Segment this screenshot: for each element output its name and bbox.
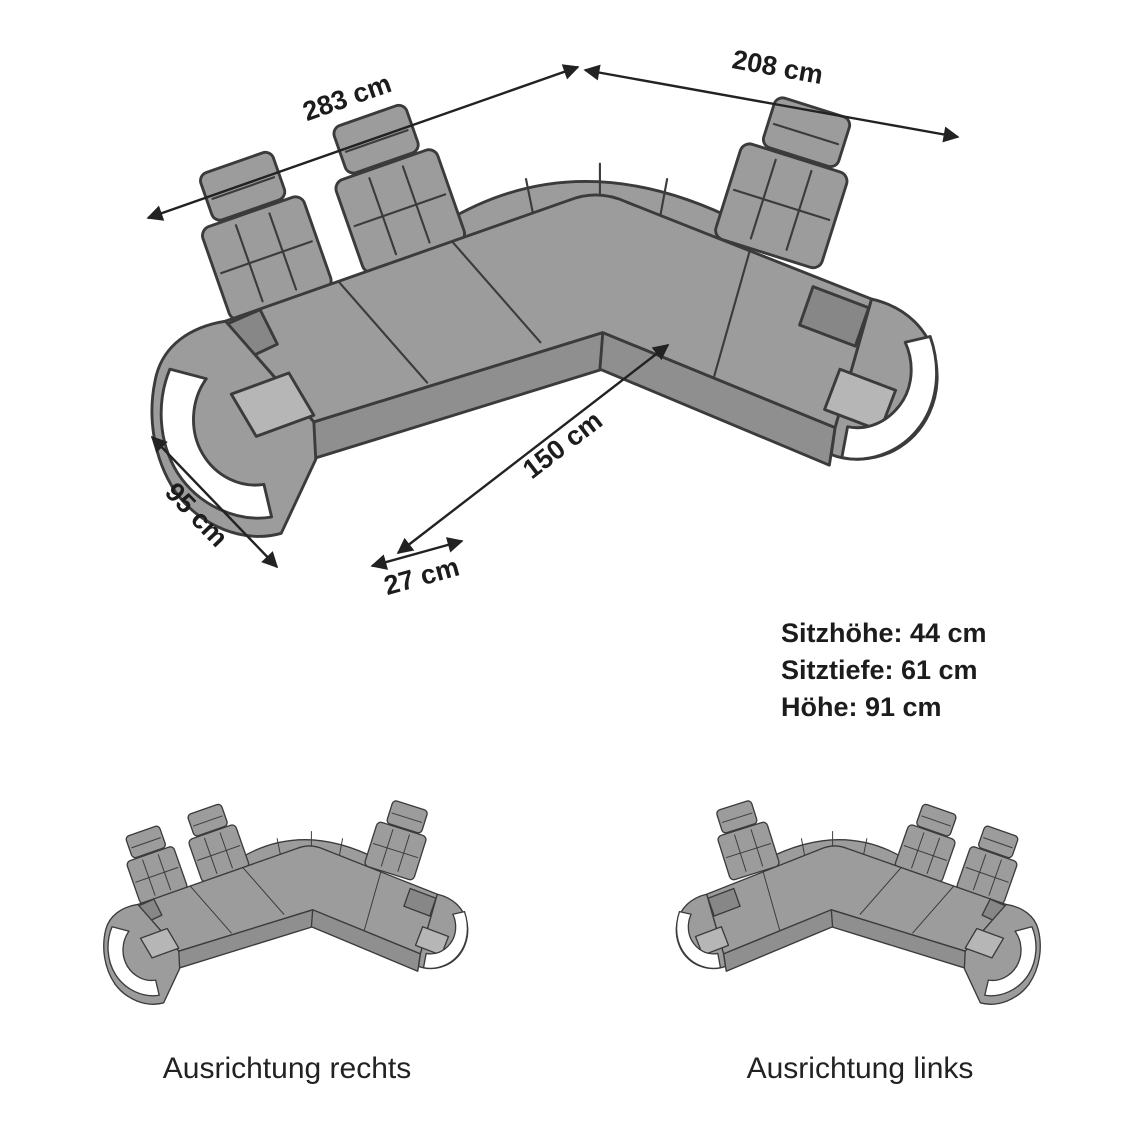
spec-height: Höhe: 91 cm bbox=[781, 692, 942, 722]
dimension-label: 150 cm bbox=[517, 405, 608, 485]
variant-label-rechts: Ausrichtung rechts bbox=[162, 1052, 412, 1085]
spec-seat-height: Sitzhöhe: 44 cm bbox=[781, 618, 987, 648]
dimension-arrow bbox=[583, 64, 960, 143]
spec-text-block: Sitzhöhe: 44 cm Sitztiefe: 61 cm Höhe: 9… bbox=[781, 615, 987, 726]
spec-seat-depth: Sitztiefe: 61 cm bbox=[781, 655, 978, 685]
dimension-27cm: 27 cm bbox=[370, 537, 464, 601]
variant-sofa-right-illustration bbox=[103, 796, 469, 1005]
dimension-arrow bbox=[370, 537, 464, 570]
dimension-label: 208 cm bbox=[730, 44, 825, 90]
variant-sofa-left-illustration bbox=[675, 796, 1041, 1005]
dimension-arrow bbox=[396, 344, 670, 554]
dimension-arrow bbox=[150, 435, 279, 569]
variant-label-links: Ausrichtung links bbox=[746, 1052, 974, 1085]
dimension-arrow bbox=[146, 64, 580, 221]
